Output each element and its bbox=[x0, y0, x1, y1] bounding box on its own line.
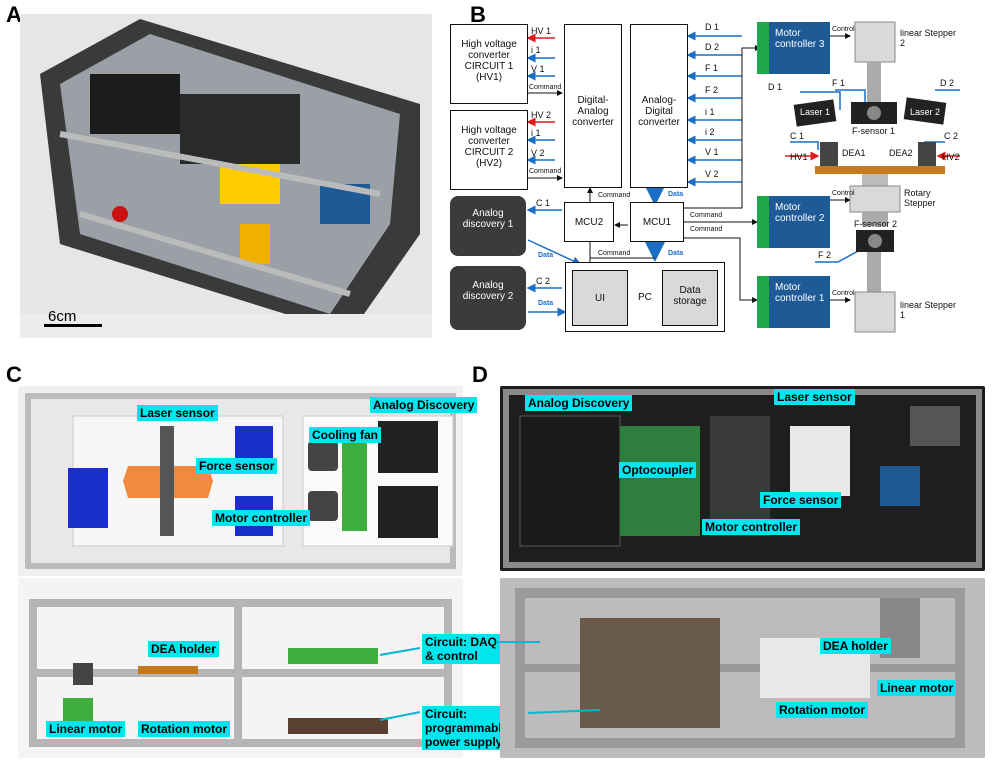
d2-label: D 2 bbox=[940, 78, 955, 88]
c-laser-sensor-label: Laser sensor bbox=[137, 405, 218, 421]
control-label-3: Control bbox=[832, 26, 855, 33]
d-analog-discovery-label: Analog Discovery bbox=[525, 395, 633, 411]
mcu1-box: MCU1 bbox=[630, 202, 684, 242]
hv1-input-label: HV 1 bbox=[531, 26, 552, 36]
c-dea-holder-label: DEA holder bbox=[148, 641, 219, 657]
hv-converter-1: High voltage converter CIRCUIT 1 (HV1) bbox=[450, 24, 528, 104]
panel-label-d: D bbox=[472, 362, 488, 387]
f1-label: F 1 bbox=[832, 78, 846, 88]
stepper-2-label: linear Stepper 2 bbox=[900, 28, 957, 48]
c-linear-motor-label: Linear motor bbox=[46, 721, 126, 737]
mcu2-box: MCU2 bbox=[564, 202, 614, 242]
f-sensor-2-label: F-sensor 2 bbox=[854, 219, 898, 229]
command-label-mc2: Command bbox=[690, 226, 723, 233]
stepper-1-label: linear Stepper 1 bbox=[900, 300, 957, 320]
c-cooling-fan-label: Cooling fan bbox=[309, 427, 381, 443]
d-dea-holder-label: DEA holder bbox=[820, 638, 891, 654]
motor-controller-3: Motor controller 3 bbox=[757, 22, 830, 74]
adc-in-f1: F 1 bbox=[705, 63, 719, 73]
panel-label-b: B bbox=[470, 2, 486, 27]
v1-input-label: V 1 bbox=[531, 64, 545, 74]
command-label-mc3: Command bbox=[690, 212, 723, 219]
hv2-setup-label: HV2 bbox=[942, 152, 960, 162]
command-label-mcu2: Command bbox=[598, 192, 631, 199]
data-label-mcu: Data bbox=[668, 250, 684, 257]
adc-box: Analog-Digital converter bbox=[630, 24, 688, 188]
side-view-photo-illustration bbox=[500, 578, 985, 758]
panel-d-side-photo bbox=[500, 578, 985, 758]
i2-input-label: i 1 bbox=[531, 128, 541, 138]
c2-setup-label: C 2 bbox=[944, 131, 959, 141]
analog-discovery-2: Analog discovery 2 bbox=[450, 266, 526, 330]
top-view-photo-illustration bbox=[500, 386, 985, 571]
adc-in-d2: D 2 bbox=[705, 42, 720, 52]
control-label-2: Control bbox=[832, 190, 855, 197]
hv-converter-2: High voltage converter CIRCUIT 2 (HV2) bbox=[450, 110, 528, 190]
rig-photo-illustration bbox=[20, 19, 432, 338]
d-force-sensor-label: Force sensor bbox=[760, 492, 842, 508]
dea-1-label: DEA1 bbox=[842, 148, 866, 158]
data-storage-box: Data storage bbox=[662, 270, 718, 326]
command-label-2: Command bbox=[529, 168, 562, 175]
panel-label-a: A bbox=[6, 2, 22, 27]
rotary-stepper-label: Rotary Stepper bbox=[904, 188, 936, 208]
adc-in-i2: i 2 bbox=[705, 127, 715, 137]
data-label-ad2: Data bbox=[538, 300, 554, 307]
command-label-mcu: Command bbox=[598, 250, 631, 257]
panel-label-c: C bbox=[6, 362, 22, 387]
adc-in-d1: D 1 bbox=[705, 22, 720, 32]
analog-discovery-1: Analog discovery 1 bbox=[450, 196, 526, 256]
d-optocoupler-label: Optocoupler bbox=[619, 462, 697, 478]
panel-a-photo: 6cm bbox=[20, 14, 432, 338]
c-analog-discovery-label: Analog Discovery bbox=[370, 397, 478, 413]
dea-2-label: DEA2 bbox=[889, 148, 913, 158]
adc-in-v1: V 1 bbox=[705, 147, 719, 157]
d-linear-motor-label: Linear motor bbox=[877, 680, 957, 696]
panel-b-connectors bbox=[526, 21, 960, 333]
c-motor-controller-label: Motor controller bbox=[212, 510, 310, 526]
hv2-input-label: HV 2 bbox=[531, 110, 552, 120]
c-circuit-daq-label: Circuit: DAQ & control bbox=[422, 634, 500, 664]
panel-d-top-photo bbox=[500, 386, 985, 571]
adc-in-i1: i 1 bbox=[705, 107, 715, 117]
side-view-illustration bbox=[29, 599, 452, 747]
adc-in-f2: F 2 bbox=[705, 85, 719, 95]
f-sensor-1-label: F-sensor 1 bbox=[852, 126, 896, 136]
f2-label: F 2 bbox=[818, 250, 832, 260]
laser-2-label: Laser 2 bbox=[910, 107, 941, 117]
d-rotation-motor-label: Rotation motor bbox=[776, 702, 868, 718]
pc-label: PC bbox=[638, 292, 652, 303]
c1-setup-label: C 1 bbox=[790, 131, 805, 141]
d-motor-controller-label: Motor controller bbox=[702, 519, 800, 535]
data-label-adc: Data bbox=[668, 191, 684, 198]
c2-label: C 2 bbox=[536, 276, 551, 286]
motor-controller-1: Motor controller 1 bbox=[757, 276, 830, 328]
dac-box: Digital-Analog converter bbox=[564, 24, 622, 188]
data-label-ad1: Data bbox=[538, 252, 554, 259]
laser-1-label: Laser 1 bbox=[800, 107, 831, 117]
d-laser-sensor-label: Laser sensor bbox=[774, 389, 855, 405]
c-rotation-motor-label: Rotation motor bbox=[138, 721, 230, 737]
ui-box: UI bbox=[572, 270, 628, 326]
c-force-sensor-label: Force sensor bbox=[196, 458, 278, 474]
motor-controller-2: Motor controller 2 bbox=[757, 196, 830, 248]
i1-input-label: i 1 bbox=[531, 45, 541, 55]
scale-bar-label: 6cm bbox=[48, 308, 77, 325]
scale-bar bbox=[44, 324, 102, 327]
c1-label: C 1 bbox=[536, 198, 551, 208]
d1-label: D 1 bbox=[768, 82, 783, 92]
command-label-1: Command bbox=[529, 84, 562, 91]
hv1-setup-label: HV1 bbox=[790, 152, 808, 162]
control-label-1: Control bbox=[832, 290, 855, 297]
adc-in-v2: V 2 bbox=[705, 169, 719, 179]
v2-input-label: V 2 bbox=[531, 148, 545, 158]
